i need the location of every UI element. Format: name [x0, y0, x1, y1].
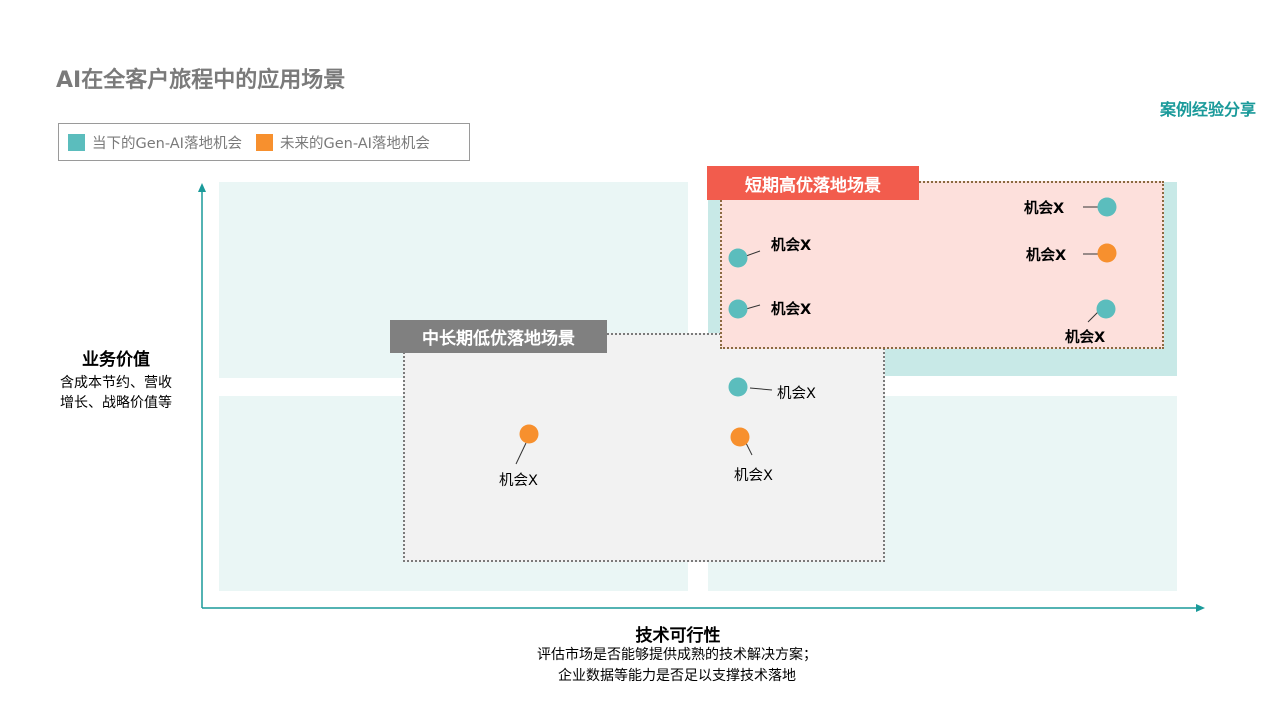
- opportunity-label: 机会X: [771, 238, 812, 254]
- case-study-tag: 案例经验分享: [1159, 100, 1256, 119]
- opportunity-label: 机会X: [1065, 330, 1106, 346]
- orange-square-icon: [255, 133, 273, 151]
- legend-item-future: 未来的Gen-AI落地机会: [255, 132, 430, 153]
- high-priority-zone: [720, 181, 1164, 349]
- legend-label-current: 当下的Gen-AI落地机会: [92, 135, 242, 152]
- opportunity-dot: [728, 377, 748, 397]
- legend-label-future: 未来的Gen-AI落地机会: [279, 135, 430, 152]
- x-axis-description-line: 企业数据等能力是否足以支撑技术落地: [558, 668, 796, 684]
- opportunity-label: 机会X: [499, 473, 538, 489]
- opportunity-dot: [1097, 243, 1117, 263]
- x-axis-description-line: 评估市场是否能够提供成熟的技术解决方案；: [537, 647, 817, 663]
- y-axis-description-line: 含成本节约、营收: [60, 375, 172, 391]
- opportunity-dot: [728, 248, 748, 268]
- page-title: AI在全客户旅程中的应用场景: [56, 68, 346, 93]
- y-axis-description-line: 增长、战略价值等: [60, 395, 172, 411]
- opportunity-dot: [730, 427, 750, 447]
- opportunity-dot: [519, 424, 539, 444]
- legend: 当下的Gen-AI落地机会 未来的Gen-AI落地机会: [58, 123, 470, 161]
- y-axis-title: 业务价值: [82, 350, 150, 370]
- opportunity-label: 机会X: [771, 302, 812, 318]
- opportunity-dot: [728, 299, 748, 319]
- high-priority-zone-label: 短期高优落地场景: [707, 166, 919, 200]
- x-axis-description: 评估市场是否能够提供成熟的技术解决方案； 企业数据等能力是否足以支撑技术落地: [472, 645, 882, 687]
- x-axis-title: 技术可行性: [635, 626, 721, 646]
- low-priority-zone-label: 中长期低优落地场景: [390, 320, 607, 353]
- low-priority-zone: [403, 333, 885, 562]
- legend-item-current: 当下的Gen-AI落地机会: [68, 132, 242, 153]
- y-axis-description: 含成本节约、营收 增长、战略价值等: [40, 373, 192, 413]
- teal-square-icon: [68, 133, 85, 151]
- opportunity-dot: [1096, 299, 1116, 319]
- opportunity-label: 机会X: [1026, 248, 1067, 264]
- opportunity-dot: [1097, 197, 1117, 217]
- opportunity-label: 机会X: [777, 386, 816, 402]
- opportunity-label: 机会X: [1024, 201, 1065, 217]
- opportunity-label: 机会X: [734, 468, 773, 484]
